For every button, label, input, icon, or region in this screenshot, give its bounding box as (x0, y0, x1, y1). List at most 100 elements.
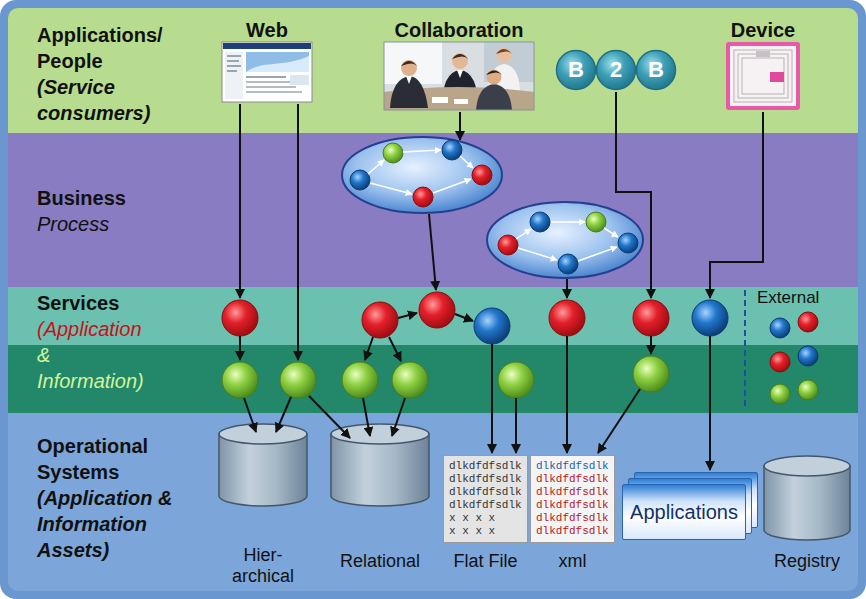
cylinder-body (219, 434, 307, 506)
external-service (798, 312, 818, 332)
store-label: Relational (330, 551, 430, 572)
cylinder-body (331, 434, 429, 506)
rfid-tag (770, 72, 784, 82)
web-page-screenshot (227, 65, 241, 67)
external-label: External (757, 288, 819, 308)
band-title: Business (37, 185, 212, 211)
web-page-screenshot (225, 52, 243, 99)
process-step-arrow (578, 247, 617, 261)
band-title: (Application (37, 316, 162, 342)
applications-label: Applications (630, 501, 738, 523)
meeting-photo (384, 42, 534, 110)
meeting-photo (452, 53, 468, 69)
store-label: Hier- archical (218, 545, 308, 587)
rfid-tag (726, 42, 800, 110)
applications-stack: Applications (622, 472, 758, 540)
file-content-line: x x x x (449, 512, 495, 525)
flow-arrow (276, 397, 291, 432)
file-content-line: dlkdfdfsdlk (536, 473, 609, 486)
cylinder-body (764, 466, 850, 540)
cylinder-shape (763, 455, 851, 541)
label-slot: Registry (763, 551, 851, 572)
service-circle (498, 362, 534, 398)
file-content-line: dlkdfdfsdlk (449, 486, 522, 499)
service-circle (392, 362, 428, 398)
process-flow (442, 140, 462, 160)
flat-file: dlkdfdfsdlkdlkdfdfsdlkdlkdfdfsdlkdlkdfdf… (443, 455, 528, 572)
process-flow (530, 212, 550, 232)
flow-arrow (392, 398, 405, 436)
consumer-heading: Device (731, 19, 796, 41)
service-circle (633, 356, 669, 392)
file-label: Flat File (443, 551, 528, 572)
flow-arrow (650, 336, 652, 354)
flow-arrow (598, 389, 640, 453)
document-page: dlkdfdfsdlkdlkdfdfsdlkdlkdfdfsdlkdlkdfdf… (530, 455, 615, 543)
process-flow (558, 254, 578, 274)
label-slot: Flat File (443, 551, 528, 572)
process-flow (487, 202, 643, 278)
b2b-letter: 2 (610, 58, 622, 82)
web-page-screenshot (222, 42, 312, 102)
file-content-line: dlkdfdfsdlk (536, 460, 609, 473)
cylinder-top (764, 456, 850, 476)
meeting-photo (401, 61, 417, 66)
band-title: & Information) (37, 342, 162, 394)
meeting-photo (384, 42, 534, 110)
service-circle (633, 300, 669, 336)
process-flow (342, 137, 643, 278)
flow-arrow (566, 336, 568, 453)
flow-arrow (363, 398, 370, 436)
service-circle (222, 362, 258, 398)
meeting-photo (454, 99, 468, 104)
cylinder-shape (218, 423, 308, 507)
process-flow (498, 235, 518, 255)
flow-arrow (566, 279, 568, 298)
process-flow (413, 187, 433, 207)
application-card: Applications (622, 484, 746, 540)
service-circle (362, 302, 398, 338)
band-title: Process (37, 211, 212, 237)
consumer-heading: Collaboration (395, 19, 524, 41)
process-step-arrow (368, 160, 384, 174)
flow-arrow (429, 214, 436, 290)
process-flow (586, 212, 606, 232)
web-page-screenshot (246, 52, 309, 72)
cylinder-top (219, 424, 307, 444)
xml-file: dlkdfdfsdlkdlkdfdfsdlkdlkdfdfsdlkdlkdfdf… (530, 455, 615, 572)
b2b-circle: 2 (595, 49, 637, 91)
flow-arrow (459, 112, 461, 140)
band-title: Applications/ People (37, 22, 212, 74)
band-title: Services (37, 290, 162, 316)
web-page-screenshot (246, 91, 302, 93)
b2b-circle-shape (597, 51, 636, 90)
b2b-letter: B (568, 58, 584, 82)
consumer-heading: Web (246, 19, 288, 41)
flow-arrow (616, 92, 651, 298)
process-step-arrow (370, 183, 412, 194)
meeting-photo (476, 84, 512, 110)
label-slot: xml (530, 551, 615, 572)
band-title: Operational Systems (37, 433, 212, 485)
meeting-photo (457, 70, 463, 78)
file-content-line: dlkdfdfsdlk (536, 525, 609, 538)
meeting-photo (432, 97, 448, 103)
service-circle (692, 300, 728, 336)
flow-arrow (365, 337, 373, 360)
cylinder-shape (330, 423, 430, 507)
flow-arrow (710, 112, 763, 298)
meeting-photo (486, 71, 502, 76)
service-circle (222, 300, 258, 336)
web-page-screenshot (246, 56, 309, 72)
process-step-arrow (403, 150, 441, 152)
web-page-screenshot (290, 75, 309, 85)
flow-arrow (389, 337, 401, 361)
external-service (798, 380, 818, 400)
external-service (770, 318, 790, 338)
b2b-circle-shape (637, 51, 676, 90)
band-title: (Application & Information Assets) (37, 485, 212, 563)
flow-arrow (455, 314, 473, 321)
process-step-arrow (368, 150, 618, 261)
rfid-tag (726, 42, 800, 110)
